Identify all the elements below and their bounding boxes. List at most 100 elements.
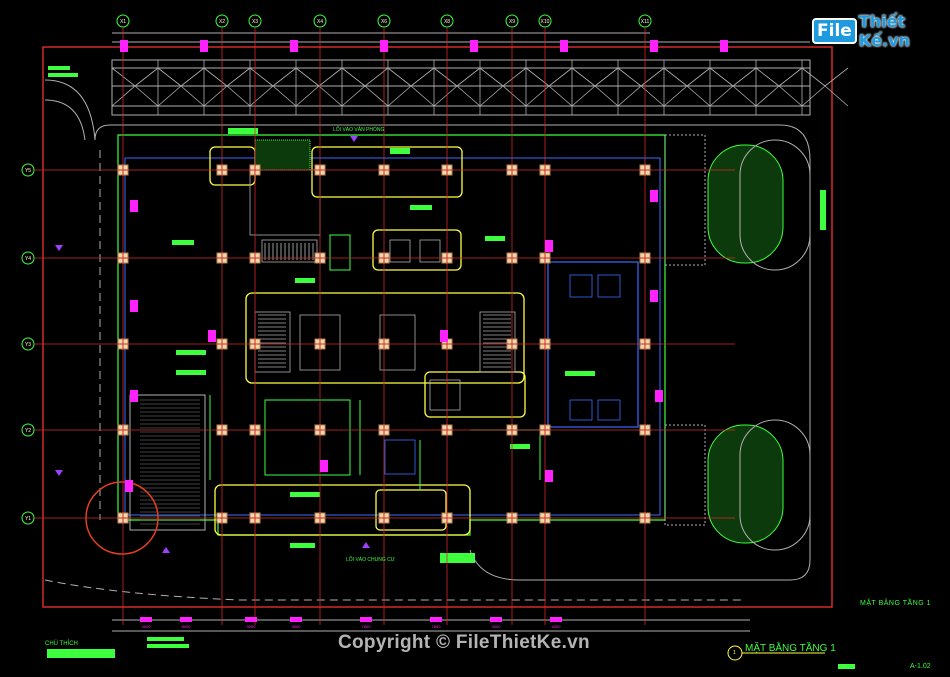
grid-bubble-y [21, 337, 35, 351]
dimension-tag [490, 617, 502, 622]
logo-file-badge: File [812, 18, 857, 44]
filethietke-logo: File Thiết Kế.vn [812, 12, 950, 50]
shop-area [547, 261, 639, 428]
truss-member [134, 67, 159, 87]
dimension-value: 3000 [292, 624, 302, 629]
level-tag [120, 40, 128, 52]
truss-member [571, 85, 596, 107]
truss-member [226, 67, 251, 87]
interior-walls [209, 234, 541, 490]
truss-member [387, 85, 412, 107]
level-tag [130, 200, 138, 212]
truss-member [548, 85, 573, 107]
entrance-arrow-icons [55, 136, 370, 553]
truss-member [387, 67, 412, 87]
grid-label-x: X8 [444, 19, 450, 25]
grid-label-y: Y4 [25, 256, 31, 262]
truss-member [410, 67, 435, 87]
truss-member [157, 67, 182, 87]
dimension-value: 4000 [142, 624, 152, 629]
truss-member [617, 85, 642, 107]
truss-member [571, 67, 596, 87]
level-tag [290, 40, 298, 52]
dimension-tag [180, 617, 192, 622]
grid-bubble-x [215, 14, 229, 28]
truss-member [548, 67, 573, 87]
truss-member [709, 67, 734, 87]
truss-member [479, 85, 504, 107]
grid-label-x: X11 [641, 19, 650, 25]
level-tag [208, 330, 216, 342]
grid-bubble-x [248, 14, 262, 28]
grid-label-x: X3 [252, 19, 258, 25]
truss-member [456, 67, 481, 87]
grid-label-x: X2 [219, 19, 225, 25]
truss-member [824, 85, 849, 107]
grid-label-y: Y2 [25, 428, 31, 434]
truss-member [364, 85, 389, 107]
truss-member [318, 67, 343, 87]
truss-member [456, 85, 481, 107]
level-tag [650, 190, 658, 202]
grid-bubble-y [21, 163, 35, 177]
truss-member [410, 85, 435, 107]
grid-bubble-x [116, 14, 130, 28]
stairs-elevators [249, 169, 516, 411]
dimension-tag [360, 617, 372, 622]
truss-member [272, 67, 297, 87]
dimension-tag [550, 617, 562, 622]
grid-label-x: X4 [317, 19, 323, 25]
truss-member [502, 67, 527, 87]
level-tag [125, 480, 133, 492]
dimension-tag [245, 617, 257, 622]
truss-member [479, 67, 504, 87]
grid-bubble-y [21, 251, 35, 265]
grid-label-y: Y1 [25, 516, 31, 522]
sheet-number: A-1.02 [910, 663, 931, 670]
truss-member [778, 67, 803, 87]
level-tag [720, 40, 728, 52]
dimension-value: 7800 [362, 624, 372, 629]
truss-member [755, 85, 780, 107]
grid-bubble-y [21, 511, 35, 525]
level-tag [650, 40, 658, 52]
truss-member [111, 67, 136, 87]
level-tag [130, 300, 138, 312]
truss-member [617, 67, 642, 87]
dimension-value: 4000 [552, 624, 562, 629]
truss-member [318, 85, 343, 107]
truss-member [203, 85, 228, 107]
truss-member [801, 85, 826, 107]
truss-member [709, 85, 734, 107]
truss-member [525, 85, 550, 107]
dimension-tag [430, 617, 442, 622]
truss-member [686, 85, 711, 107]
building-outline [117, 134, 666, 536]
grid-label-y: Y5 [25, 168, 31, 174]
parking-ramp [129, 394, 206, 531]
dimension-value: 3000 [247, 624, 257, 629]
truss-member [594, 67, 619, 87]
level-tag [200, 40, 208, 52]
level-tag [560, 40, 568, 52]
level-tag [545, 240, 553, 252]
dimension-value: 8000 [182, 624, 192, 629]
level-tag [470, 40, 478, 52]
truss-member [663, 85, 688, 107]
grid-label-y: Y3 [25, 342, 31, 348]
truss-member [640, 85, 665, 107]
truss-member [640, 67, 665, 87]
property-boundary [42, 46, 833, 608]
grid-bubble-y [21, 423, 35, 437]
truss-member [364, 67, 389, 87]
truss-member [249, 85, 274, 107]
truss-member [732, 85, 757, 107]
truss-member [778, 85, 803, 107]
drawing-title-small: MẶT BẰNG TẦNG 1 [860, 600, 932, 607]
grid-bubble-x [505, 14, 519, 28]
truss-member [226, 85, 251, 107]
level-tag [130, 390, 138, 402]
truss-member [203, 67, 228, 87]
grid-bubble-x [313, 14, 327, 28]
